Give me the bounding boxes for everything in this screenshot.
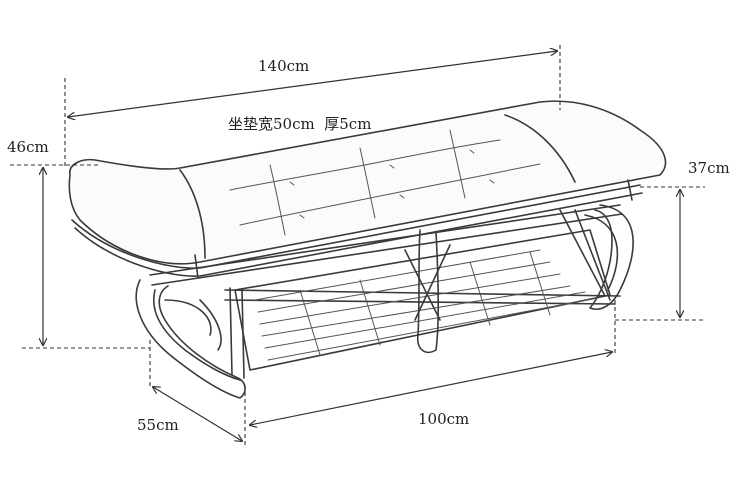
label-overall-length: 140cm: [258, 57, 309, 75]
length-100-arrow: [250, 352, 612, 425]
depth-55-arrow: [153, 387, 242, 441]
label-base-length: 100cm: [418, 410, 469, 428]
length-140-arrow: [68, 51, 557, 117]
bench-illustration: [68, 100, 667, 399]
dimension-labels: 140cm 坐垫宽50cm 厚5cm 46cm 37cm 55cm 100cm: [7, 57, 730, 434]
shelf-slats: [254, 249, 599, 361]
cushion-tufting: [229, 129, 541, 236]
label-cushion-note: 坐垫宽50cm 厚5cm: [228, 115, 371, 133]
label-depth: 55cm: [137, 416, 179, 434]
label-left-height: 46cm: [7, 138, 49, 156]
label-right-height: 37cm: [688, 159, 730, 177]
dimension-lines: [10, 45, 705, 445]
